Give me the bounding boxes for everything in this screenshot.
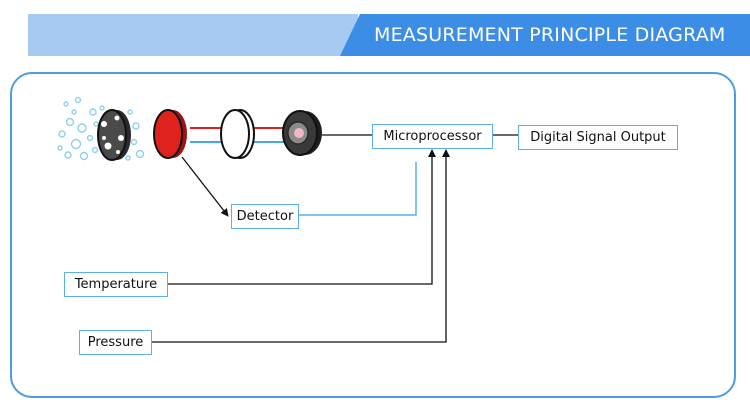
page-title: MEASUREMENT PRINCIPLE DIAGRAM — [374, 24, 726, 46]
light-source-icon — [153, 109, 187, 159]
pressure-box: Pressure — [79, 330, 152, 355]
detector-link-wire — [298, 162, 417, 216]
sensor-disc-icon — [282, 110, 322, 156]
diagram-panel — [10, 72, 736, 398]
digital-output-box: Digital Signal Output — [518, 125, 678, 150]
title-banner: MEASUREMENT PRINCIPLE DIAGRAM — [340, 14, 750, 56]
gas-bubbles-icon — [57, 96, 145, 161]
temperature-box: Temperature — [64, 272, 168, 297]
microprocessor-box: Microprocessor — [372, 124, 493, 149]
title-banner-light — [28, 14, 358, 56]
detector-box: Detector — [231, 204, 299, 229]
gas-inlet-disc-icon — [97, 109, 131, 161]
filter-disc-icon — [220, 109, 255, 159]
signal-wires — [152, 134, 518, 343]
